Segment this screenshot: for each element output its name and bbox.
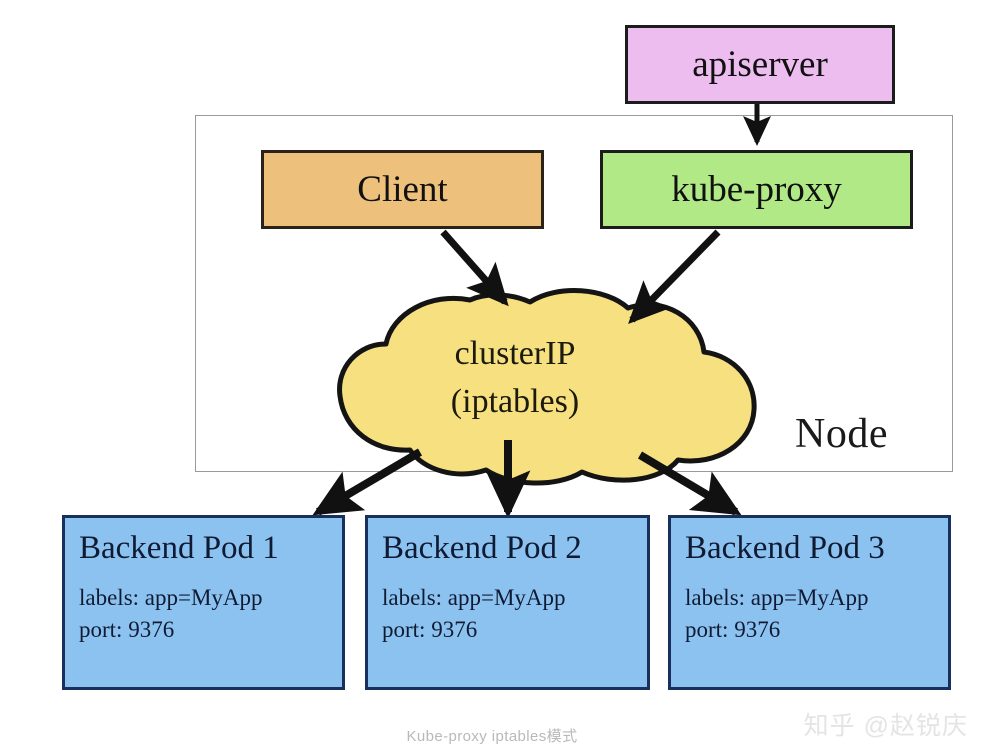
backend-pod-1-title: Backend Pod 1 <box>79 530 279 566</box>
apiserver-box[interactable]: apiserver <box>625 25 895 104</box>
backend-pod-1-labels: labels: app=MyApp <box>79 585 263 610</box>
backend-pod-3-box[interactable]: Backend Pod 3 labels: app=MyApp port: 93… <box>668 515 951 690</box>
diagram-caption: Kube-proxy iptables模式 <box>406 728 578 745</box>
backend-pod-2-title: Backend Pod 2 <box>382 530 582 566</box>
backend-pod-2-port: port: 9376 <box>382 617 478 642</box>
watermark: 知乎 @赵锐庆 <box>803 712 968 740</box>
backend-pod-2-box[interactable]: Backend Pod 2 labels: app=MyApp port: 93… <box>365 515 650 690</box>
clusterip-label-line1: clusterIP <box>454 335 576 372</box>
backend-pod-1-port: port: 9376 <box>79 617 175 642</box>
kube-proxy-label: kube-proxy <box>671 169 842 210</box>
clusterip-label-line2: (iptables) <box>450 383 580 420</box>
clusterip-cloud-label: clusterIP (iptables) <box>400 330 630 426</box>
node-label: Node <box>795 411 888 457</box>
backend-pod-3-port: port: 9376 <box>685 617 781 642</box>
client-box[interactable]: Client <box>261 150 544 229</box>
apiserver-label: apiserver <box>692 44 828 85</box>
backend-pod-3-title: Backend Pod 3 <box>685 530 885 566</box>
backend-pod-3-labels: labels: app=MyApp <box>685 585 869 610</box>
backend-pod-2-labels: labels: app=MyApp <box>382 585 566 610</box>
client-label: Client <box>357 169 448 210</box>
backend-pod-1-box[interactable]: Backend Pod 1 labels: app=MyApp port: 93… <box>62 515 345 690</box>
kube-proxy-box[interactable]: kube-proxy <box>600 150 913 229</box>
